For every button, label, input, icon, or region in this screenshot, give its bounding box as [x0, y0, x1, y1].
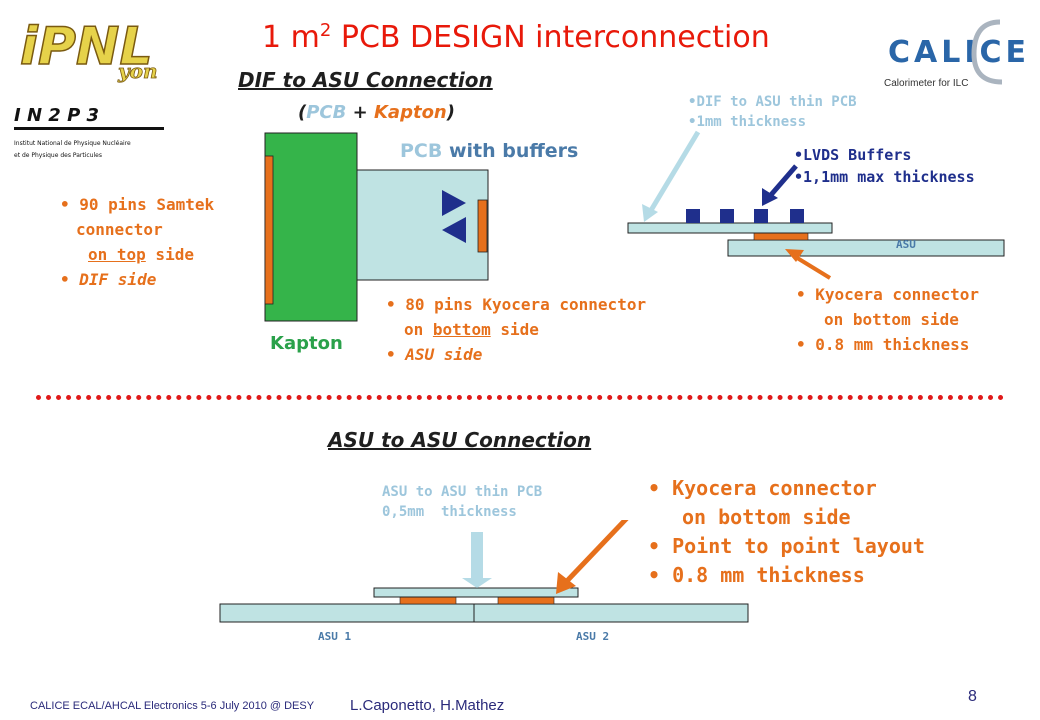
thin-pcb	[627, 222, 833, 234]
asu-thin-pcb-text: ASU to ASU thin PCB 0,5mm thickness	[382, 482, 542, 522]
kyocera-text: • Kyocera connector on bottom side • 0.8…	[796, 282, 979, 357]
bullet-line: • 90 pins Samtek	[60, 195, 215, 214]
bullet-line: • 0.8 mm thickness	[796, 335, 970, 354]
bullet-line: • Kyocera connector	[796, 285, 980, 304]
kapton-label: Kapton	[270, 333, 343, 354]
asu1-label: ASU 1	[318, 630, 352, 643]
lvds-text: •LVDS Buffers •1,1mm max thickness	[794, 144, 975, 188]
kapton-board	[264, 132, 358, 322]
buffer-icon	[442, 190, 466, 216]
title-rest: PCB DESIGN interconnection	[331, 20, 770, 55]
page-title: 1 m2 PCB DESIGN interconnection	[262, 20, 770, 55]
asu-kyocera-bullets: • Kyocera connector on bottom side • Poi…	[648, 474, 925, 590]
kyocera-arrow	[564, 520, 629, 584]
bullet-line: • Point to point layout	[648, 534, 925, 558]
lvds-buffer	[790, 209, 804, 223]
bullet-line: • 80 pins Kyocera connector	[386, 295, 647, 314]
bullet-line: • ASU side	[386, 345, 483, 364]
calice-tagline: Calorimeter for ILC	[884, 78, 968, 89]
asu-board	[727, 239, 1005, 257]
asu2-label: ASU 2	[576, 630, 610, 643]
dif-asu-heading: DIF to ASU Connection	[238, 68, 493, 92]
text-line: ASU to ASU thin PCB	[382, 484, 543, 500]
footer-conference: CALICE ECAL/AHCAL Electronics 5-6 July 2…	[30, 700, 315, 712]
lvds-buffer	[686, 209, 700, 223]
asu2-board	[473, 603, 749, 623]
thin-pcb-arrow	[471, 532, 483, 580]
pcb-buffers-label: PCB with buffers	[400, 140, 579, 162]
text-line: 0,5mm thickness	[382, 504, 517, 520]
asu-thin-pcb	[373, 587, 579, 598]
bullet-line: on bottom side	[824, 310, 959, 329]
ipnl-logo-text: iPNL	[20, 17, 153, 77]
bullet-line: on bottom side	[682, 505, 851, 529]
ipnl-logo: iPNL yon	[18, 12, 168, 84]
bullet-line: •DIF to ASU thin PCB	[688, 94, 857, 110]
ipnl-logo-sub: yon	[117, 59, 158, 83]
kyocera-connector-dif	[477, 199, 488, 253]
lvds-arrow	[768, 164, 798, 198]
bullet-line: on bottom side	[404, 320, 539, 339]
asu-asu-heading: ASU to ASU Connection	[328, 428, 592, 452]
bullet-line: •1mm thickness	[688, 114, 807, 130]
dif-asu-subheading: (PCB + Kapton)	[298, 102, 455, 123]
buffer-icon	[442, 217, 466, 243]
in2p3-logo-text: I N 2 P 3	[14, 105, 99, 126]
page-number: 8	[968, 688, 977, 705]
bullet-line: on top side	[88, 245, 194, 264]
calice-logo: CALICE Calorimeter for ILC	[882, 14, 1026, 94]
pcb-board	[355, 169, 489, 281]
lvds-buffer	[720, 209, 734, 223]
in2p3-line2: et de Physique des Particules	[14, 152, 102, 159]
in2p3-line1: Institut National de Physique Nucléaire	[14, 140, 131, 147]
thin-pcb-text: •DIF to ASU thin PCB •1mm thickness	[688, 92, 857, 132]
kyocera-arrow	[792, 254, 832, 280]
asu-label: ASU	[896, 238, 916, 251]
bullet-line: • DIF side	[60, 270, 157, 289]
samtek-connector	[264, 155, 274, 305]
footer-authors: L.Caponetto, H.Mathez	[350, 697, 505, 714]
asu1-board	[219, 603, 475, 623]
title-main: 1 m	[262, 20, 320, 55]
dif-asu-diagram	[264, 132, 489, 322]
kyocera-dif-bullets: • 80 pins Kyocera connector on bottom si…	[386, 292, 646, 367]
thin-pcb-arrow	[647, 130, 701, 214]
samtek-bullets: • 90 pins Samtek connector on top side •…	[60, 192, 214, 292]
bullet-line: •LVDS Buffers	[794, 146, 912, 164]
bullet-line: •1,1mm max thickness	[794, 168, 975, 186]
calice-logo-text: CALICE	[888, 35, 1024, 70]
dif-asu-cross-section	[627, 130, 1005, 280]
asu-asu-diagram	[219, 520, 749, 623]
bullet-line: • Kyocera connector	[648, 476, 877, 500]
bullet-line: connector	[76, 220, 163, 239]
title-sup: 2	[319, 20, 332, 41]
kyocera-connector	[753, 232, 809, 241]
section-divider	[36, 395, 1004, 404]
in2p3-logo: I N 2 P 3 Institut National de Physique …	[14, 105, 164, 177]
lvds-buffer	[754, 209, 768, 223]
bullet-line: • 0.8 mm thickness	[648, 563, 865, 587]
